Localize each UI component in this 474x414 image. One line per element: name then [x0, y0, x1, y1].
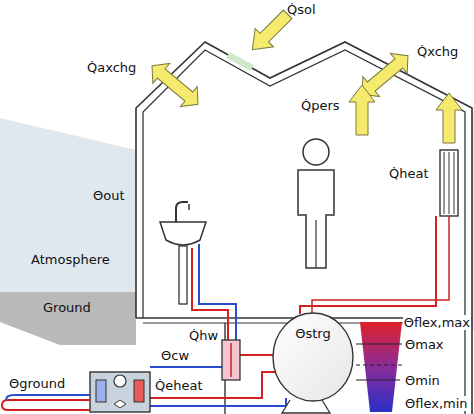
storage-tank: Θstrg [272, 312, 354, 402]
flow-label: Q̇pers [300, 98, 341, 113]
temperature-label: Θflex,max [403, 315, 471, 330]
flow-label: Q̇hw [188, 328, 219, 343]
region-label: Atmosphere [30, 252, 111, 267]
region-label: Ground [42, 300, 92, 315]
flow-label: Q̇xchg [416, 44, 459, 59]
flow-label: Q̇heat [388, 166, 430, 181]
flow-label: Q̇axchg [86, 60, 137, 75]
temperature-label: Θcw [160, 348, 190, 363]
temperature-label: Θflex,min [404, 396, 469, 411]
tank-outline [272, 312, 354, 402]
flow-label: Q̇sol [286, 2, 317, 17]
temperature-label: Θmax [404, 337, 445, 352]
temperature-label: Θground [8, 376, 66, 391]
temperature-label: Θmin [404, 373, 441, 388]
temperature-label: Θout [92, 188, 126, 203]
tank-label: Θstrg [272, 326, 354, 341]
flow-label: Q̇eheat [154, 378, 204, 393]
